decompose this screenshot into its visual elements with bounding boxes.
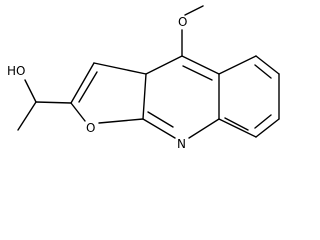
bond-c8-c8a [218, 118, 257, 138]
bond-c9a-n-inner [147, 111, 174, 128]
bond-c4a-c5 [218, 55, 257, 75]
atom-label-furan-o: O [86, 121, 95, 135]
bond-n-c8a [188, 118, 220, 139]
bond-c2-o1 [70, 102, 86, 122]
atom-label-hydroxyl: HO [7, 64, 25, 78]
molecular-structure: O HO O N [7, 5, 280, 151]
bond-c5-c6-inner [254, 64, 272, 79]
bond-o1-c9a [98, 118, 144, 124]
bond-c2-c3-inner [78, 71, 98, 103]
bond-c3-c3a [93, 62, 147, 75]
bond-c4a-c4 [181, 55, 220, 75]
bond-c2-ch [35, 101, 72, 104]
bond-c7-c8 [255, 118, 280, 138]
bond-c4a-c4-inner [182, 65, 213, 81]
bond-ch-ch3 [17, 101, 37, 131]
bond-c5-c6 [255, 55, 280, 75]
bond-c9a-n [142, 118, 176, 139]
atom-label-quinoline-n: N [177, 137, 186, 151]
atom-label-methoxy-o: O [178, 15, 187, 29]
bond-c8-c8a-inner [224, 117, 249, 131]
bond-c2-c3 [70, 62, 95, 104]
bond-c3a-c4 [145, 55, 183, 75]
bond-c7-c8-inner [254, 114, 272, 129]
bond-methyl-o [184, 5, 204, 16]
bond-ch-oh [24, 79, 37, 103]
bond-c3a-c9a [142, 73, 147, 120]
